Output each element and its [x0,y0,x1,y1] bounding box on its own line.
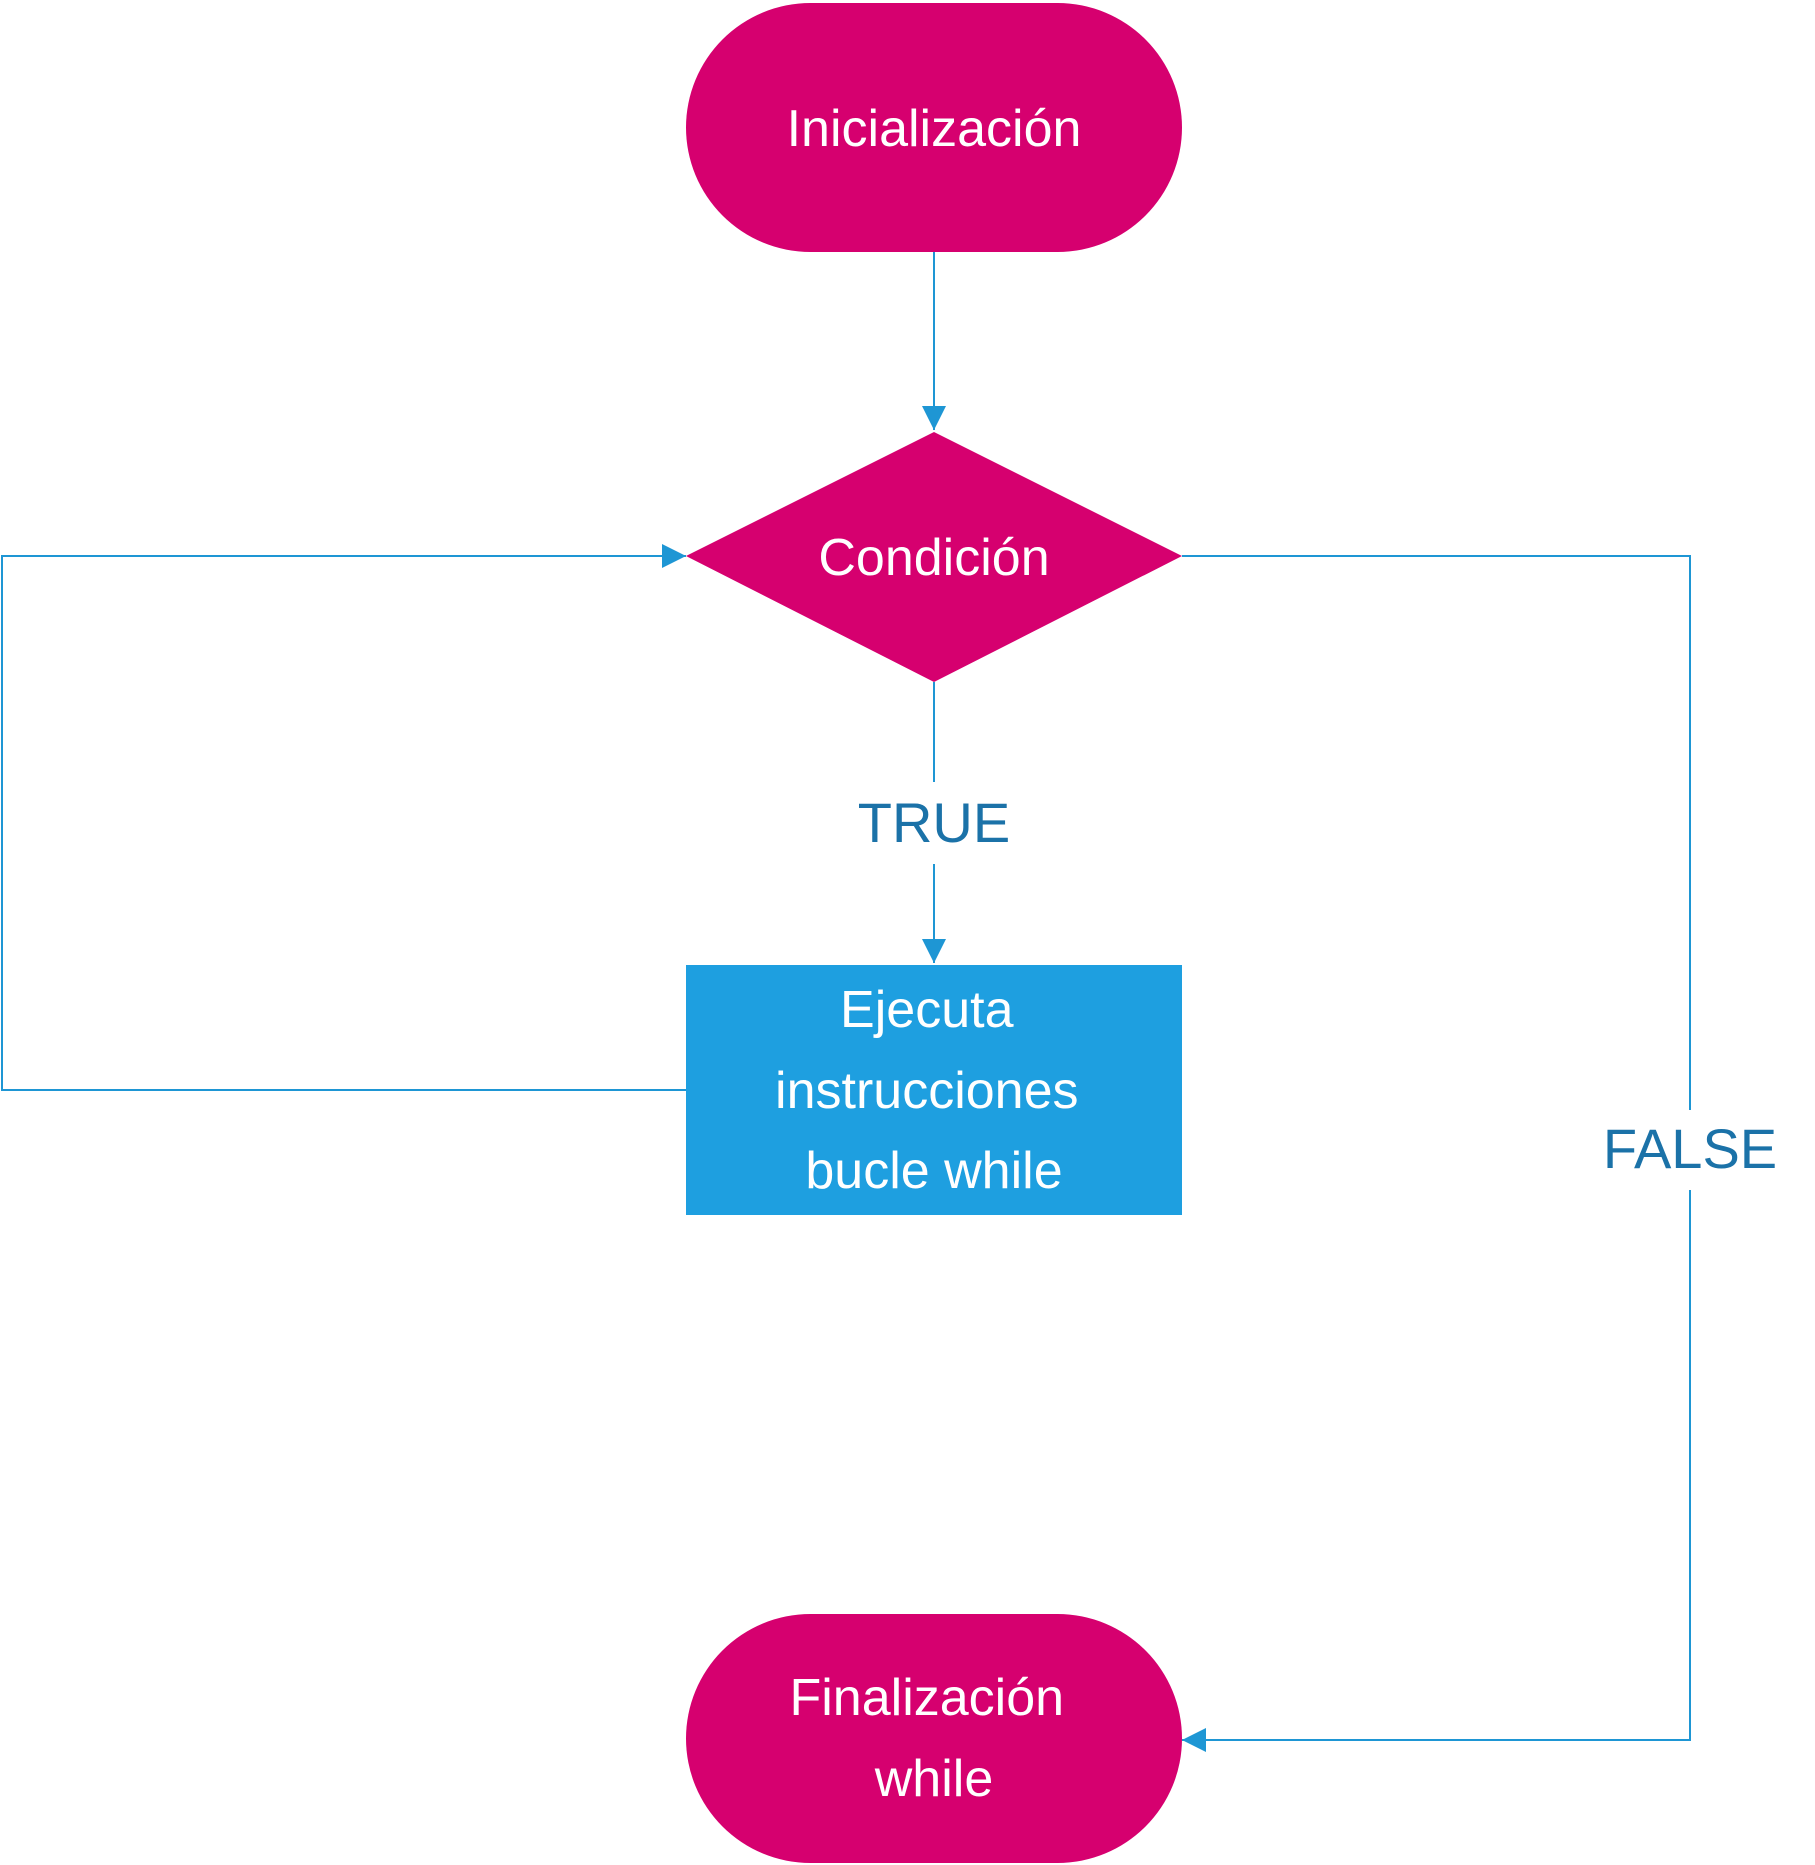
false-edge-label: FALSE [1603,1117,1777,1180]
condition-decision: Condición [686,432,1182,682]
process-box-label-line-1: Ejecuta [840,981,1014,1039]
condition-decision-shape [686,432,1182,682]
process-box-label-line-3: bucle while [805,1142,1062,1200]
start-terminal: Inicialización [686,3,1182,252]
end-terminal-label: Finalización while [789,1669,1078,1808]
true-edge-label: TRUE [858,791,1010,854]
process-box-label-line-2: instrucciones [775,1062,1078,1120]
connector-loop-back [1,544,686,1091]
end-terminal-shape [686,1614,1182,1863]
connector-false-upper [1182,555,1691,1110]
connector-false-lower [1182,1190,1691,1752]
process-box: Ejecuta instrucciones bucle while [686,965,1182,1215]
condition-decision-label: Condición [818,529,1049,587]
start-terminal-label: Inicialización [787,100,1082,158]
process-box-label: Ejecuta instrucciones bucle while [775,981,1093,1200]
process-box-shape [686,965,1182,1215]
end-terminal-label-line-1: Finalización [789,1669,1064,1727]
end-terminal: Finalización while [686,1614,1182,1863]
end-terminal-label-line-2: while [874,1750,994,1808]
start-terminal-shape [686,3,1182,252]
